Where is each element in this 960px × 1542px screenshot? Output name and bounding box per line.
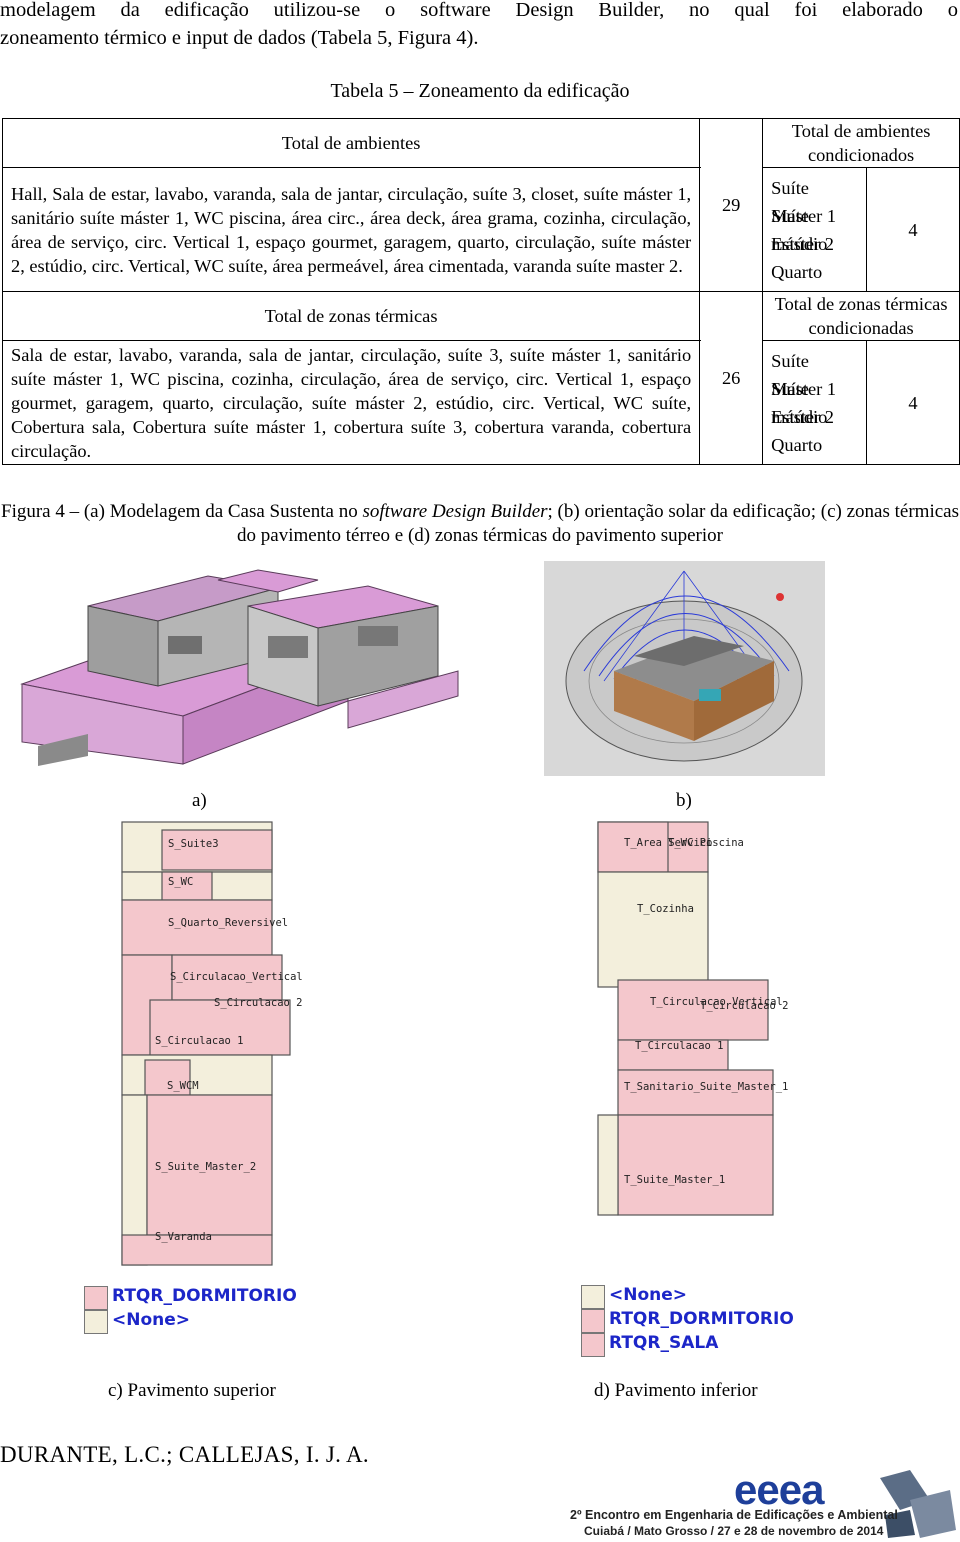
count-zonas: 26: [699, 291, 764, 465]
list-item: Suíte máster 2: [771, 378, 834, 427]
event-logo: eeea: [734, 1466, 824, 1513]
event-line-2: Cuiabá / Mato Grosso / 27 e 28 de novemb…: [584, 1524, 884, 1538]
cond-zonas-list: Suíte Master 1 Suíte máster 2 Estúdio Qu…: [762, 340, 867, 465]
zone-label: T_Suite_Master_1: [624, 1174, 726, 1186]
list-item: Suíte máster 2: [771, 205, 834, 254]
header-zonas-condicionadas: Total de zonas térmicas condicionadas: [762, 291, 960, 341]
zone-label: S_Varanda: [155, 1231, 212, 1243]
list-item: Estúdio: [771, 406, 828, 427]
legend-swatch-dormitorio: [84, 1286, 108, 1310]
legend-label: RTQR_DORMITORIO: [112, 1286, 297, 1306]
figure-caption: Figura 4 – (a) Modelagem da Casa Sustent…: [0, 500, 960, 548]
legend-swatch-none: [581, 1285, 605, 1309]
list-item: Quarto: [771, 434, 823, 455]
footer-authors: DURANTE, L.C.; CALLEJAS, I. J. A.: [0, 1442, 369, 1467]
event-logo-graphic: [880, 1470, 956, 1538]
label-b: b): [676, 790, 692, 811]
count-cond-zonas: 4: [866, 340, 960, 465]
legend-swatch-sala: [581, 1333, 605, 1357]
legend-label: <None>: [609, 1285, 688, 1305]
list-item: Estúdio: [771, 233, 828, 254]
legend-label: <None>: [112, 1310, 191, 1330]
intro-line-2: zoneamento térmico e input de dados (Tab…: [0, 27, 479, 49]
zonas-list: Sala de estar, lavabo, varanda, sala de …: [1, 340, 701, 465]
zone-label: S_Circulacao 1: [155, 1035, 244, 1047]
zone-label: S_Circulacao_Vertical: [170, 971, 303, 983]
intro-line-1: modelagem da edificação utilizou-se o so…: [0, 0, 958, 21]
table-caption: Tabela 5 – Zoneamento da edificação: [330, 80, 630, 102]
count-ambientes: 29: [699, 118, 764, 292]
figure-caption-suffix: ; (b) orientação solar da edificação; (c…: [237, 501, 959, 546]
legend-swatch-dormitorio: [581, 1309, 605, 1333]
zone-label: S_Suite3: [168, 838, 219, 850]
legend-swatch-none: [84, 1310, 108, 1334]
zoning-table: Total de ambientes 29 Total de ambientes…: [1, 118, 960, 465]
header-zonas-termicas: Total de zonas térmicas: [1, 291, 701, 341]
list-item: Quarto: [771, 261, 823, 282]
design-builder-model-image: [18, 566, 518, 766]
ground-floor-plan: [597, 821, 774, 1216]
list-item: Suíte Master 1: [771, 177, 837, 226]
zone-label: T_WC Piscina: [668, 837, 744, 849]
label-d: d) Pavimento inferior: [594, 1380, 758, 1401]
upper-floor-plan: [121, 821, 291, 1266]
label-c: c) Pavimento superior: [108, 1380, 276, 1401]
legend-label: RTQR_DORMITORIO: [609, 1309, 794, 1329]
cond-ambientes-list: Suíte Master 1 Suíte máster 2 Estúdio Qu…: [762, 167, 867, 292]
zone-label: S_WCM: [167, 1080, 199, 1092]
zone-label: T_Cozinha: [637, 903, 694, 915]
legend-label: RTQR_SALA: [609, 1333, 719, 1353]
event-line-1: 2º Encontro em Engenharia de Edificações…: [570, 1508, 898, 1522]
zone-label: T_Circulacao Vertical: [650, 996, 783, 1008]
figure-caption-prefix: Figura 4 – (a) Modelagem da Casa Sustent…: [1, 501, 363, 522]
zone-label: T_Area Servico: [624, 837, 713, 849]
zone-label: S_Circulacao 2: [214, 997, 303, 1009]
zone-label: S_Suite_Master_2: [155, 1161, 257, 1173]
count-cond-ambientes: 4: [866, 167, 960, 292]
header-ambientes-condicionados: Total de ambientes condicionados: [762, 118, 960, 168]
list-item: Suíte Master 1: [771, 350, 837, 399]
zone-label: T_Circulacao 2: [700, 1000, 789, 1012]
zone-label: S_WC: [168, 876, 194, 888]
figure-caption-italic: software Design Builder: [362, 501, 548, 522]
label-a: a): [192, 790, 207, 811]
header-total-ambientes: Total de ambientes: [1, 118, 701, 168]
zone-label: S_Quarto_Reversivel: [168, 917, 289, 929]
intro-paragraph: modelagem da edificação utilizou-se o so…: [0, 0, 958, 52]
zone-label: T_Sanitario_Suite_Master_1: [624, 1081, 789, 1093]
solar-orientation-image: [544, 561, 825, 776]
ambientes-list: Hall, Sala de estar, lavabo, varanda, sa…: [1, 167, 701, 292]
zone-label: T_Circulacao 1: [635, 1040, 724, 1052]
